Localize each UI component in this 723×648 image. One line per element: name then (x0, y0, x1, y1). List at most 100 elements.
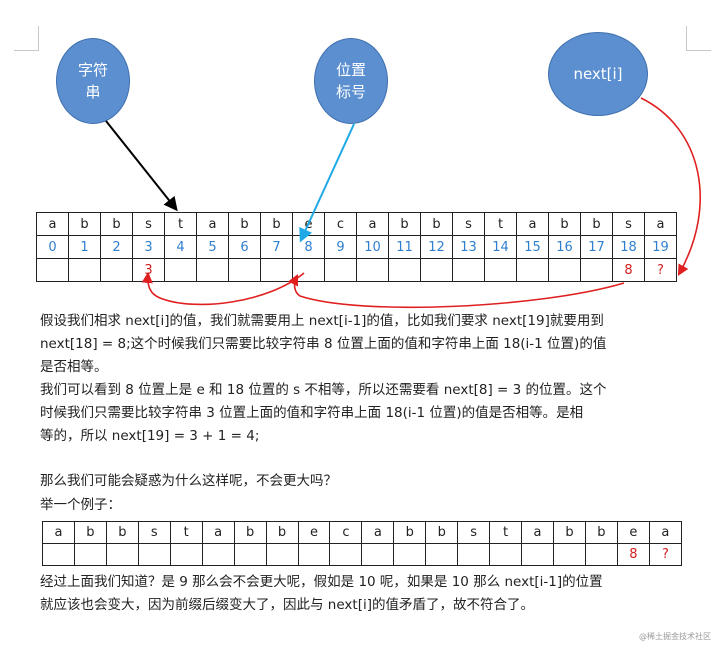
example-next-cell-5 (201, 543, 235, 566)
example-char-cell-16: b (553, 521, 586, 544)
char-cell-3: s (132, 212, 165, 236)
example-next-cell-7 (265, 543, 299, 566)
index-cell-7: 7 (260, 235, 293, 259)
example-char-cell-7: b (265, 521, 299, 544)
example-next-cell-6 (233, 543, 267, 566)
index-cell-19: 19 (644, 235, 677, 259)
next-cell-13 (452, 258, 485, 282)
next-cell-7 (260, 258, 293, 282)
page-corner-mark-right (686, 26, 711, 51)
example-next-cell-2 (105, 543, 139, 566)
example-char-cell-13: s (457, 521, 491, 544)
next-cell-12 (420, 258, 453, 282)
paragraph-explanation-2: 我们可以看到 8 位置上是 e 和 18 位置的 s 不相等，所以还需要看 ne… (40, 379, 680, 448)
index-cell-6: 6 (228, 235, 261, 259)
next-cell-3: 3 (132, 258, 165, 282)
next-cell-17 (580, 258, 613, 282)
paragraph-conclusion: 经过上面我们知道？是 9 那么会不会更大呢，假如是 10 呢，如果是 10 那么… (40, 571, 680, 617)
index-cell-10: 10 (356, 235, 389, 259)
next-bubble: next[i] (548, 32, 648, 116)
example-next-cell-0 (42, 543, 75, 566)
example-char-cell-1: b (73, 521, 107, 544)
example-next-cell-12 (425, 543, 459, 566)
char-cell-1: b (68, 212, 101, 236)
char-cell-10: a (356, 212, 389, 236)
example-char-cell-4: t (169, 521, 203, 544)
watermark: @稀土掘金技术社区 (639, 632, 711, 641)
example-char-cell-6: b (233, 521, 267, 544)
arrow-string-to-table (105, 120, 178, 212)
char-cell-2: b (100, 212, 133, 236)
paragraph-example-intro: 举一个例子： (40, 497, 121, 513)
example-next-cell-4 (169, 543, 203, 566)
char-cell-5: a (196, 212, 229, 236)
example-char-cell-14: t (489, 521, 523, 544)
text-line: 是否相等。 (40, 359, 108, 375)
index-cell-14: 14 (484, 235, 517, 259)
example-next-cell-14 (489, 543, 523, 566)
example-char-cell-12: b (425, 521, 459, 544)
example-char-cell-11: b (393, 521, 427, 544)
index-cell-3: 3 (132, 235, 165, 259)
index-cell-17: 17 (580, 235, 613, 259)
char-cell-6: b (228, 212, 261, 236)
example-char-cell-8: e (297, 521, 331, 544)
index-cell-0: 0 (36, 235, 69, 259)
example-char-cell-0: a (42, 521, 75, 544)
example-next-cell-13 (457, 543, 491, 566)
paragraph-explanation-1: 假设我们相求 next[i]的值，我们就需要用上 next[i-1]的值，比如我… (40, 310, 680, 379)
index-cell-16: 16 (548, 235, 581, 259)
char-cell-4: t (164, 212, 197, 236)
next-cell-15 (516, 258, 549, 282)
position-bubble: 位置 标号 (314, 38, 388, 124)
next-cell-19: ? (644, 258, 677, 282)
index-cell-2: 2 (100, 235, 133, 259)
char-cell-18: s (612, 212, 645, 236)
example-char-cell-18: e (616, 521, 650, 544)
example-next-cell-15 (521, 543, 554, 566)
text-line: 假设我们相求 next[i]的值，我们就需要用上 next[i-1]的值，比如我… (40, 313, 604, 329)
char-cell-16: b (548, 212, 581, 236)
index-cell-15: 15 (516, 235, 549, 259)
next-cell-0 (36, 258, 69, 282)
next-cell-16 (548, 258, 581, 282)
char-cell-19: a (644, 212, 677, 236)
next-value-row: 3 8? (36, 258, 677, 282)
example-char-cell-9: c (329, 521, 363, 544)
string-bubble: 字符 串 (56, 38, 130, 124)
example-next-cell-10 (361, 543, 395, 566)
index-cell-18: 18 (612, 235, 645, 259)
next-cell-6 (228, 258, 261, 282)
next-cell-4 (164, 258, 197, 282)
text-line: 经过上面我们知道？是 9 那么会不会更大呢，假如是 10 呢，如果是 10 那么… (40, 574, 603, 590)
example-char-cell-5: a (201, 521, 235, 544)
example-char-cell-17: b (584, 521, 618, 544)
index-cell-5: 5 (196, 235, 229, 259)
example-char-cell-10: a (361, 521, 395, 544)
page-corner-mark-left (14, 26, 39, 51)
text-line: 我们可以看到 8 位置上是 e 和 18 位置的 s 不相等，所以还需要看 ne… (40, 382, 607, 398)
char-cell-11: b (388, 212, 421, 236)
next-cell-1 (68, 258, 101, 282)
index-cell-9: 9 (324, 235, 357, 259)
index-cell-13: 13 (452, 235, 485, 259)
index-cell-1: 1 (68, 235, 101, 259)
char-cell-0: a (36, 212, 69, 236)
next-cell-18: 8 (612, 258, 645, 282)
index-cell-4: 4 (164, 235, 197, 259)
text-line: 时候我们只需要比较字符串 3 位置上面的值和字符串上面 18(i-1 位置)的值… (40, 405, 584, 421)
index-cell-8: 8 (292, 235, 325, 259)
char-cell-13: s (452, 212, 485, 236)
example-next-cell-11 (393, 543, 427, 566)
index-cell-11: 11 (388, 235, 421, 259)
example-next-cell-1 (73, 543, 107, 566)
next-cell-10 (356, 258, 389, 282)
example-next-cell-19: ? (648, 543, 683, 566)
example-next-cell-8 (297, 543, 331, 566)
text-line: 就应该也会变大，因为前缀后缀变大了，因此与 next[i]的值矛盾了，故不符合了… (40, 597, 534, 613)
next-cell-5 (196, 258, 229, 282)
